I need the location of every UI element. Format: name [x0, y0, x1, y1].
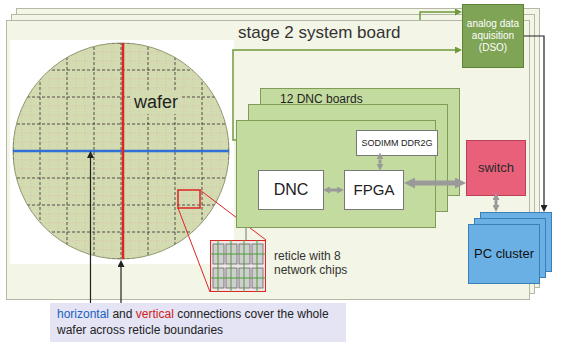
chip-dot-row [12, 151, 230, 152]
connector [120, 267, 121, 303]
wafer-disc [13, 43, 229, 259]
connector [330, 189, 337, 192]
node-label: reticle with 8 network chips [274, 249, 360, 278]
box-label: analog data aquisition (DSO) [466, 18, 520, 54]
zoom-square [178, 190, 200, 208]
switch-box: switch [466, 140, 526, 196]
chip-box: DNC [258, 170, 324, 210]
zoom-line [178, 208, 210, 292]
chip-link [244, 240, 245, 292]
box-label: FPGA [354, 181, 395, 199]
system-board: stage 2 system board wafer 12 DNC boardsDN… [6, 20, 530, 300]
pc-cluster: PC cluster [468, 212, 552, 284]
label-holder: 12 DNC boards [280, 89, 363, 107]
reticle-drawing [210, 240, 266, 292]
note-text-part: and [112, 307, 132, 321]
wafer-ground [10, 40, 234, 264]
chip-dot-row [12, 196, 230, 197]
reticle-boundary [12, 178, 230, 179]
label-holder: wafer [132, 92, 180, 114]
note-text-part: horizontal [57, 307, 109, 321]
note-box: horizontalandverticalconnections cover t… [50, 303, 346, 342]
box-label: switch [478, 160, 514, 176]
wafer-disc: wafer [12, 42, 230, 260]
board-outline [7, 21, 530, 300]
note-text: horizontalandverticalconnections cover t… [57, 307, 339, 338]
dso-box: analog data aquisition (DSO) [462, 4, 524, 68]
reticle-boundary [12, 232, 230, 233]
chip-dot-row [12, 241, 230, 242]
connector [245, 228, 246, 240]
chip-box: FPGA [344, 170, 404, 210]
chip-link [231, 240, 232, 292]
horizontal-connection [12, 150, 230, 153]
node-label: 12 DNC boards [280, 92, 363, 106]
connector [90, 158, 91, 303]
reticle-frame [211, 241, 266, 292]
label-holder: reticle with 8 network chips [274, 249, 360, 278]
memory-box: SODIMM DDR2G [356, 130, 438, 156]
connector [415, 181, 455, 186]
connector [495, 200, 498, 205]
connector [233, 50, 455, 140]
node-label: stage 2 system board [238, 23, 401, 43]
node-label: wafer [132, 92, 180, 114]
pc-box [469, 225, 540, 284]
label-holder: PC cluster [468, 224, 540, 284]
chip-link [218, 240, 219, 292]
reticle-boundary [12, 151, 230, 152]
reticle: reticle with 8 network chips [210, 240, 360, 292]
box-label: DNC [274, 180, 309, 199]
label-holder: stage 2 system board [238, 23, 401, 43]
connector [524, 36, 544, 205]
vertical-connection [122, 42, 125, 260]
connector [420, 12, 455, 20]
chip-link [257, 240, 258, 292]
node-label: PC cluster [474, 246, 534, 262]
wafer-drawing [12, 42, 230, 260]
reticle-boundary [12, 205, 230, 206]
box-label: SODIMM DDR2G [361, 138, 432, 149]
dnc-board: 12 DNC boardsDNCFPGASODIMM DDR2G [236, 120, 436, 228]
connector [379, 159, 382, 163]
wafer-grid [12, 42, 230, 260]
note-text-part: vertical [136, 307, 174, 321]
